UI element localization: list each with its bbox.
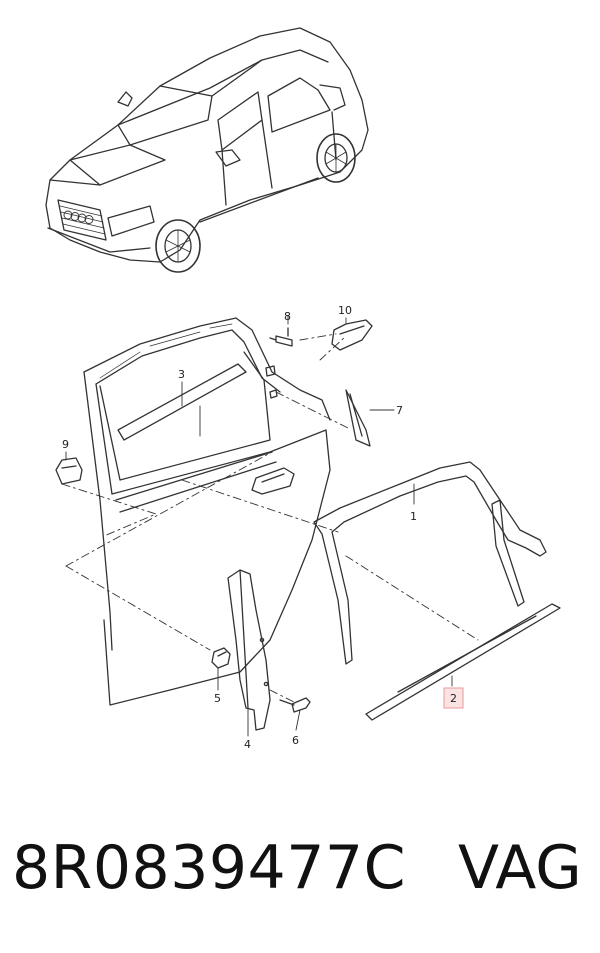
part-5-clip (211, 647, 231, 669)
part-2-belt-moulding (365, 603, 561, 721)
car-illustration (45, 27, 369, 273)
part-number: 8R0839477C (12, 833, 406, 903)
part-8-bolt (269, 327, 293, 347)
part-9-cover (55, 457, 83, 485)
callout-8: 8 (284, 310, 291, 323)
callout-6: 6 (292, 734, 299, 747)
brand-label: VAG (458, 833, 582, 903)
callouts: 1 2 3 4 5 6 7 8 9 10 (62, 304, 464, 751)
leader-lines (65, 315, 453, 737)
callout-3: 3 (178, 368, 185, 381)
callout-5: 5 (214, 692, 221, 705)
callout-10: 10 (338, 304, 352, 317)
part-1-window-seal (313, 461, 547, 665)
callout-9: 9 (62, 438, 69, 451)
callout-2-highlight (443, 687, 464, 709)
parts-diagram: 1 2 3 4 5 6 7 8 9 10 (45, 27, 561, 751)
callout-1: 1 (410, 510, 417, 523)
assembly-lines (61, 333, 479, 703)
part-10-bracket (331, 319, 373, 351)
door-frame (83, 317, 331, 706)
part-7-triangle-cover (345, 389, 371, 447)
callout-2: 2 (450, 692, 457, 705)
part-4-pillar-trim (227, 569, 271, 731)
part-6-screw (279, 697, 311, 713)
callout-4: 4 (244, 738, 251, 751)
callout-7: 7 (396, 404, 403, 417)
